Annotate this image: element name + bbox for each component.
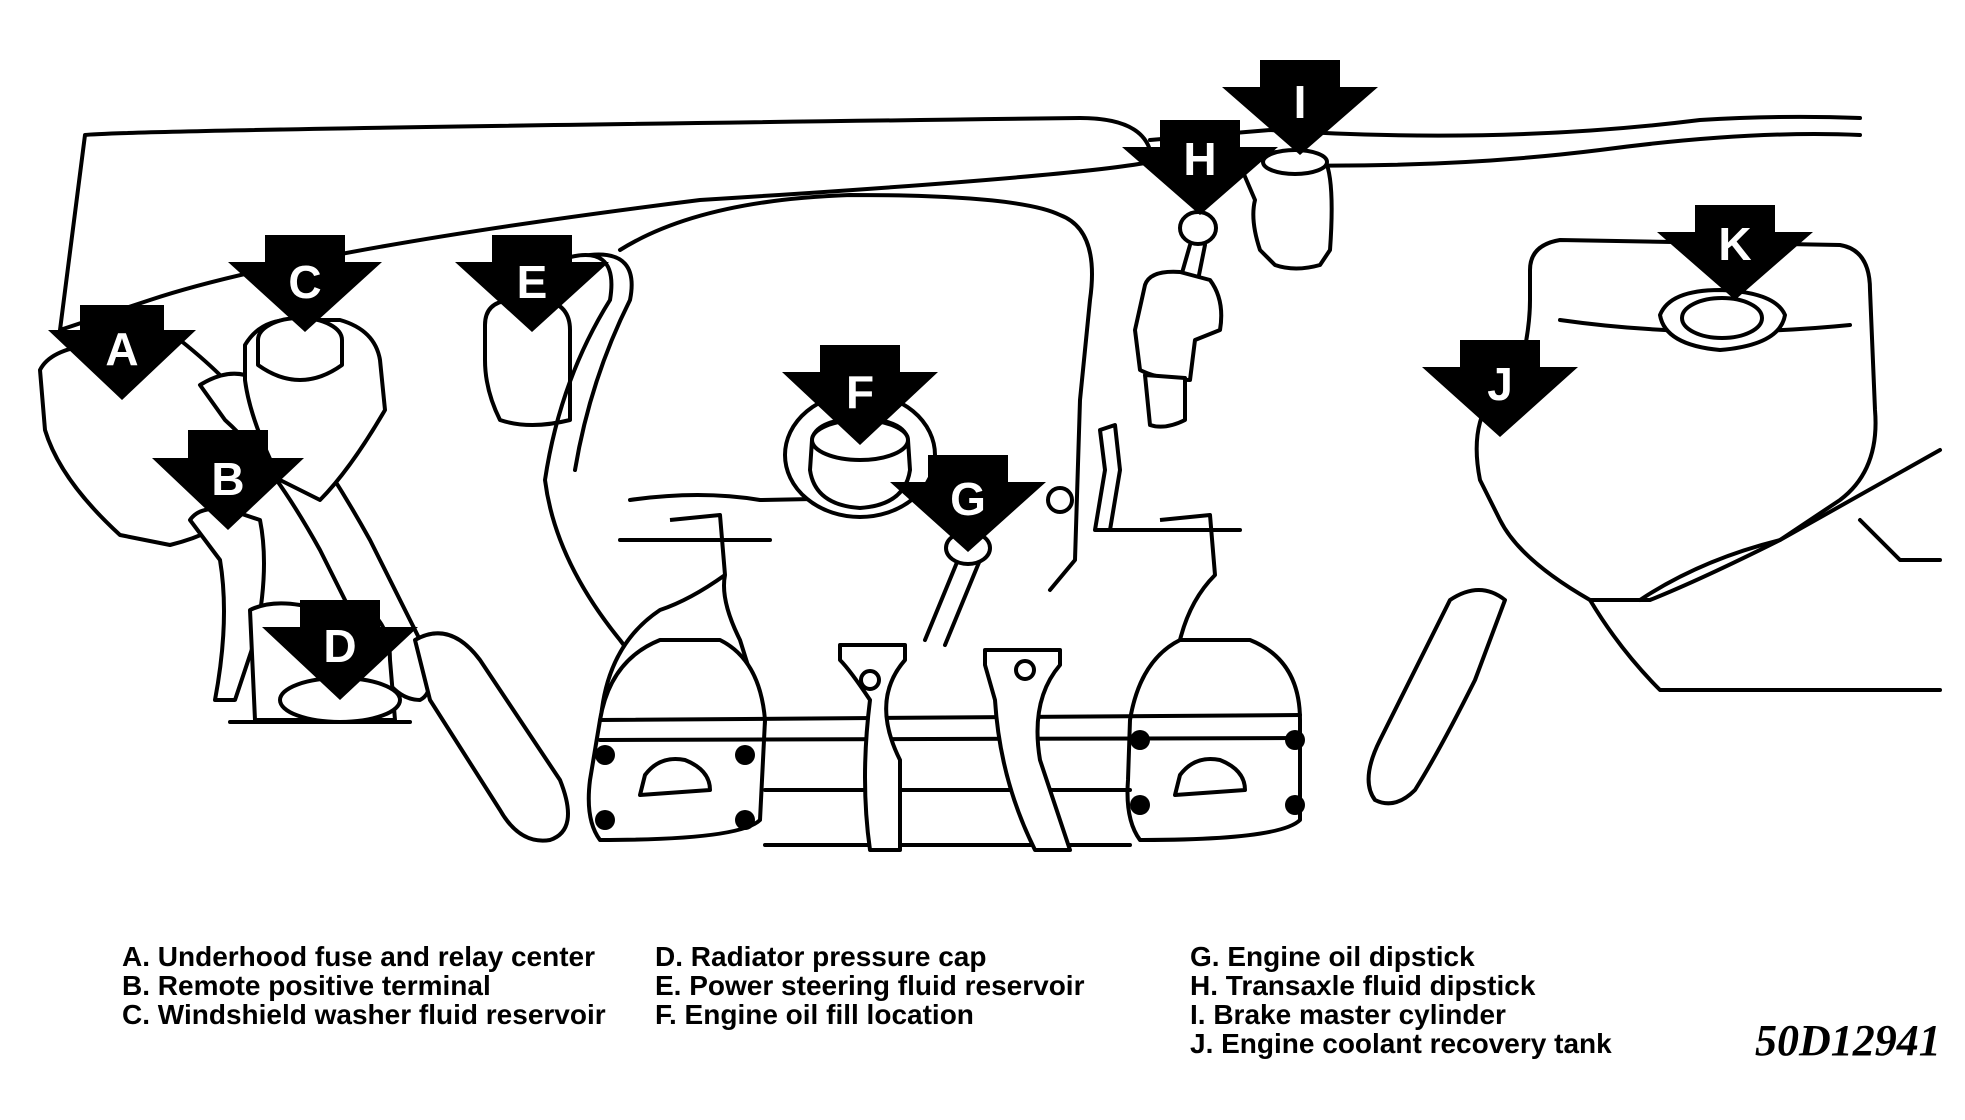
callout-label-A: A bbox=[105, 323, 138, 375]
callout-B: B bbox=[152, 430, 304, 530]
callout-D: D bbox=[262, 600, 418, 700]
cowl-right-edge bbox=[1148, 114, 1862, 142]
legend-item-f: F. Engine oil fill location bbox=[655, 999, 974, 1030]
bracket-left bbox=[838, 643, 907, 852]
callout-label-C: C bbox=[288, 256, 321, 308]
callout-I: I bbox=[1222, 60, 1378, 155]
coolant-hose bbox=[1366, 588, 1507, 806]
cable-handle bbox=[413, 631, 570, 843]
legend-item-i: I. Brake master cylinder bbox=[1190, 999, 1506, 1030]
transaxle-dipstick-housing bbox=[1133, 269, 1224, 382]
legend-item-g: G. Engine oil dipstick bbox=[1190, 941, 1475, 972]
callout-label-B: B bbox=[211, 453, 244, 505]
callout-G: G bbox=[890, 455, 1046, 552]
legend-column-1: A. Underhood fuse and relay center B. Re… bbox=[122, 942, 606, 1029]
coolant-recovery-tank bbox=[1474, 238, 1878, 602]
callout-label-K: K bbox=[1718, 218, 1751, 270]
legend-item-e: E. Power steering fluid reservoir bbox=[655, 970, 1085, 1001]
callout-label-E: E bbox=[517, 256, 548, 308]
figure-id: 50D12941 bbox=[1755, 1016, 1941, 1065]
legend-item-b: B. Remote positive terminal bbox=[122, 970, 491, 1001]
callout-F: F bbox=[782, 345, 938, 445]
transaxle-dipstick-loop bbox=[1178, 210, 1218, 246]
callout-label-I: I bbox=[1294, 76, 1307, 128]
intake-manifold bbox=[598, 713, 1302, 847]
cowl-panel bbox=[58, 116, 1162, 332]
callout-label-H: H bbox=[1183, 133, 1216, 185]
legend-item-c: C. Windshield washer fluid reservoir bbox=[122, 999, 606, 1030]
callout-H: H bbox=[1122, 120, 1278, 215]
callout-E: E bbox=[455, 235, 609, 332]
legend-column-2: D. Radiator pressure cap E. Power steeri… bbox=[655, 942, 1084, 1029]
callout-label-D: D bbox=[323, 620, 356, 672]
coolant-tank-cap bbox=[1680, 296, 1764, 340]
callout-K: K bbox=[1657, 205, 1813, 300]
legend-item-d: D. Radiator pressure cap bbox=[655, 941, 987, 972]
legend-item-j: J. Engine coolant recovery tank bbox=[1190, 1028, 1612, 1059]
callout-C: C bbox=[228, 235, 382, 332]
callout-label-J: J bbox=[1487, 358, 1513, 410]
ps-hose bbox=[543, 253, 652, 682]
callout-label-G: G bbox=[950, 473, 986, 525]
callout-label-F: F bbox=[846, 366, 874, 418]
callout-A: A bbox=[48, 305, 196, 400]
legend-item-a: A. Underhood fuse and relay center bbox=[122, 941, 595, 972]
bracket-right bbox=[983, 648, 1072, 852]
legend-item-h: H. Transaxle fluid dipstick bbox=[1190, 970, 1536, 1001]
engine-compartment-diagram: A B C D E F G H I J K bbox=[38, 60, 1942, 852]
legend-column-3: G. Engine oil dipstick H. Transaxle flui… bbox=[1190, 942, 1612, 1058]
callout-J: J bbox=[1422, 340, 1578, 437]
engine-cover bbox=[618, 193, 1094, 592]
oil-dipstick-tube bbox=[923, 553, 982, 647]
